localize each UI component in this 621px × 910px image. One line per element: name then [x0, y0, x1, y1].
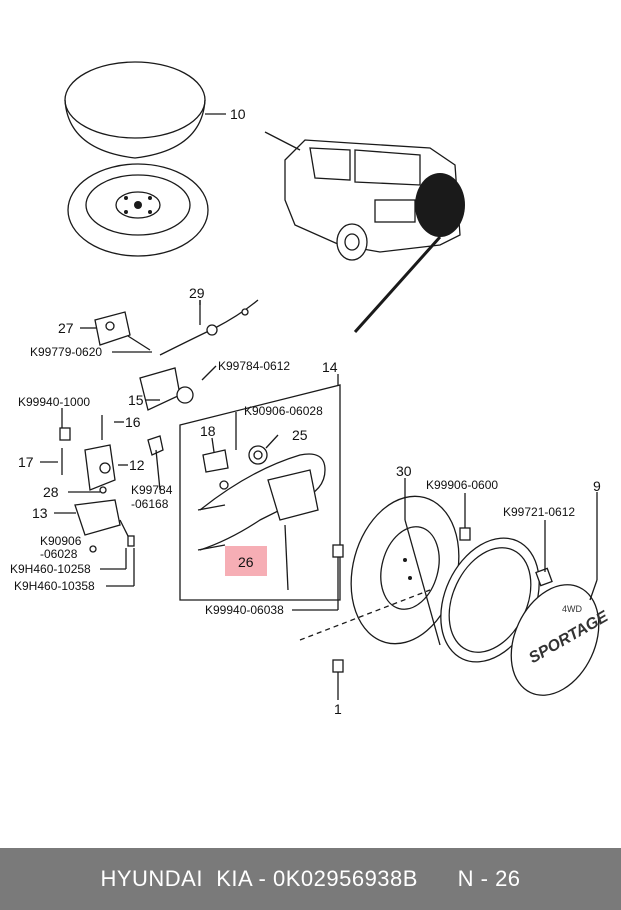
- spare-tire-illustration: [64, 61, 226, 257]
- vehicle-illustration: [264, 131, 465, 334]
- label-k99784-0612: K99784-0612: [218, 359, 290, 373]
- label-27: 27: [58, 320, 74, 336]
- label-12: 12: [129, 457, 145, 473]
- label-06168: -06168: [131, 497, 169, 511]
- leader-lines: [40, 300, 598, 700]
- label-14: 14: [322, 359, 338, 375]
- part-labels: 10 29 27 K99779-0620 K99784-0612 14 K999…: [10, 106, 601, 717]
- label-k99940-06038: K99940-06038: [205, 603, 284, 617]
- label-k99784: K99784: [131, 483, 173, 497]
- highlight-part-26: [225, 546, 267, 576]
- label-k90906: K90906: [40, 534, 82, 548]
- carrier-box-14: [179, 384, 341, 601]
- label-25: 25: [292, 427, 308, 443]
- label-k90906-06028: K90906-06028: [244, 404, 323, 418]
- carrier-cable-assembly: [59, 299, 259, 553]
- label-30: 30: [396, 463, 412, 479]
- footer-bar: HYUNDAI KIA - 0K02956938B N - 26: [0, 848, 621, 910]
- label-k9h460-10358: K9H460-10358: [14, 579, 95, 593]
- label-29: 29: [189, 285, 205, 301]
- label-1: 1: [334, 701, 342, 717]
- label-k99779-0620: K99779-0620: [30, 345, 102, 359]
- label-k99721-0612: K99721-0612: [503, 505, 575, 519]
- label-16: 16: [125, 414, 141, 430]
- label-18: 18: [200, 423, 216, 439]
- wheel-cover-assembly: SPORTAGE 4WD: [299, 495, 612, 696]
- label-26: 26: [238, 554, 254, 570]
- cover-badge-text: 4WD: [562, 604, 583, 614]
- label-k99906-0600: K99906-0600: [426, 478, 498, 492]
- label-13: 13: [32, 505, 48, 521]
- footer-part-number: HYUNDAI KIA - 0K02956938B N - 26: [100, 866, 521, 891]
- label-9: 9: [593, 478, 601, 494]
- label-k99940-1000: K99940-1000: [18, 395, 90, 409]
- label-28: 28: [43, 484, 59, 500]
- label-10: 10: [230, 106, 246, 122]
- label-06028: -06028: [40, 547, 78, 561]
- label-k9h460-10258: K9H460-10258: [10, 562, 91, 576]
- label-15: 15: [128, 392, 144, 408]
- parts-diagram: SPORTAGE 4WD: [10, 61, 612, 717]
- label-17: 17: [18, 454, 34, 470]
